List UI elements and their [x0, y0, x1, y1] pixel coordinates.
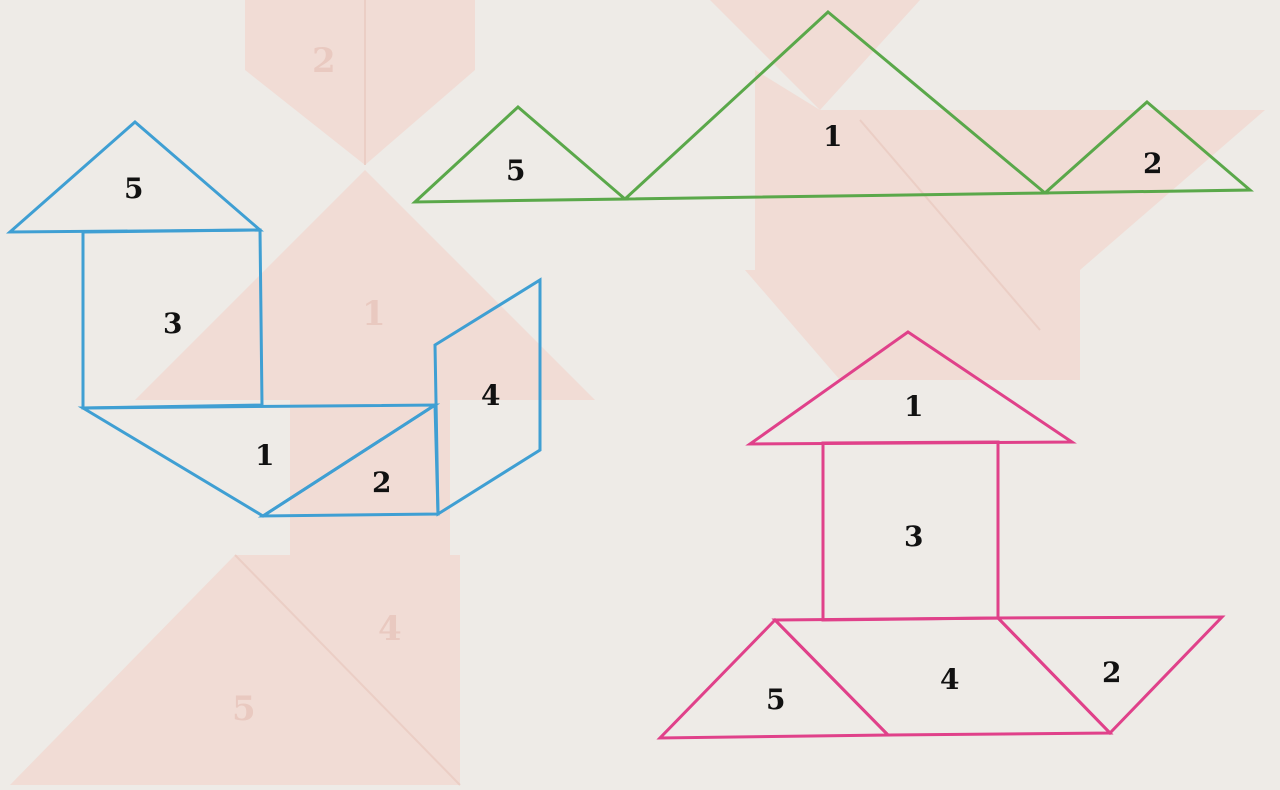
pink-label-3: 3 — [904, 520, 923, 553]
ghost-label-5: 5 — [232, 689, 256, 729]
pink-label-4: 4 — [940, 663, 959, 696]
green-label-5: 5 — [506, 154, 525, 187]
blue-label-1: 1 — [255, 439, 274, 472]
background-ghost-pieces: 2 1 4 5 — [10, 0, 1265, 785]
pink-label-5: 5 — [766, 683, 785, 716]
blue-label-4: 4 — [481, 379, 500, 412]
ghost-label-2: 2 — [312, 41, 336, 81]
ghost-piece-top-left — [245, 0, 475, 165]
ghost-piece-right-trapezoid — [745, 270, 1080, 380]
green-label-2: 2 — [1143, 147, 1162, 180]
ghost-label-4: 4 — [378, 609, 402, 649]
pink-figure: 1 3 4 5 2 — [660, 332, 1222, 738]
ghost-piece-bottom-large — [10, 555, 460, 785]
blue-label-2: 2 — [372, 466, 391, 499]
pink-piece-5-triangle — [660, 620, 888, 738]
green-label-1: 1 — [823, 120, 842, 153]
pink-label-2: 2 — [1102, 656, 1121, 689]
ghost-piece-middle-square — [290, 400, 450, 555]
pink-label-1: 1 — [904, 390, 923, 423]
ghost-label-1: 1 — [362, 294, 386, 334]
blue-label-3: 3 — [163, 307, 182, 340]
ghost-piece-right-block — [755, 70, 1265, 270]
blue-label-5: 5 — [124, 172, 143, 205]
ghost-piece-large-triangle — [135, 170, 595, 400]
